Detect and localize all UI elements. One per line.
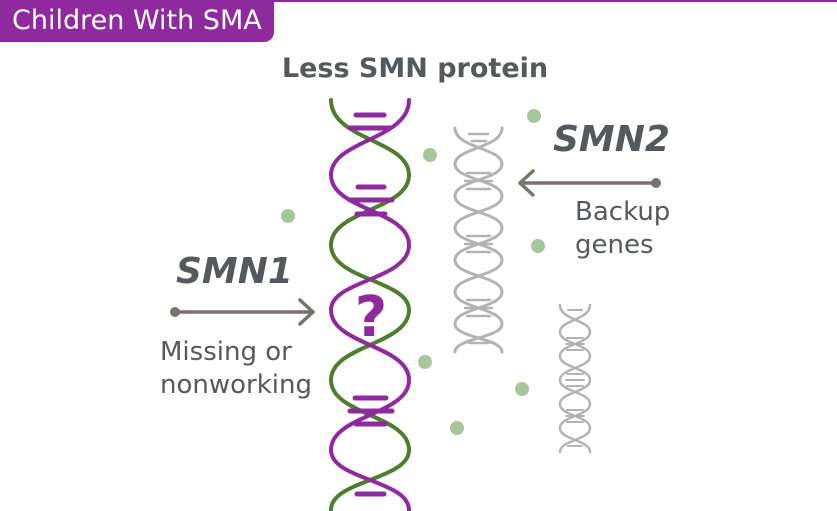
smn2-description-line: genes xyxy=(575,230,654,260)
smn1-description-line: Missing or xyxy=(160,337,292,367)
header-title: Children With SMA xyxy=(0,0,274,42)
header-rule xyxy=(0,0,837,2)
smn2-description-line: Backup xyxy=(575,197,671,227)
protein-dot xyxy=(527,109,541,123)
protein-dots xyxy=(281,109,545,435)
smn1-helix-purple-strand xyxy=(328,98,412,511)
protein-dot xyxy=(531,239,545,253)
smn1-label: SMN1 xyxy=(176,251,293,292)
smn2-description: Backup genes xyxy=(575,196,670,262)
smn2-helix-large xyxy=(453,126,504,354)
smn2-arrow xyxy=(518,169,661,197)
smn2-label: SMN2 xyxy=(553,119,670,160)
smn1-description: Missing or nonworking xyxy=(160,336,312,402)
protein-dot xyxy=(418,355,432,369)
subtitle: Less SMN protein xyxy=(281,53,549,84)
protein-dot xyxy=(515,382,529,396)
protein-dot xyxy=(281,209,295,223)
smn1-helix: ? xyxy=(328,98,412,511)
smn1-arrow xyxy=(170,298,315,326)
smn1-base-pairs xyxy=(347,112,395,497)
smn1-helix-green-strand xyxy=(328,98,412,511)
smn1-description-line: nonworking xyxy=(160,370,312,400)
protein-dot xyxy=(423,148,437,162)
smn2-helix-small xyxy=(558,303,592,454)
protein-dot xyxy=(450,421,464,435)
question-mark-icon: ? xyxy=(355,285,387,350)
